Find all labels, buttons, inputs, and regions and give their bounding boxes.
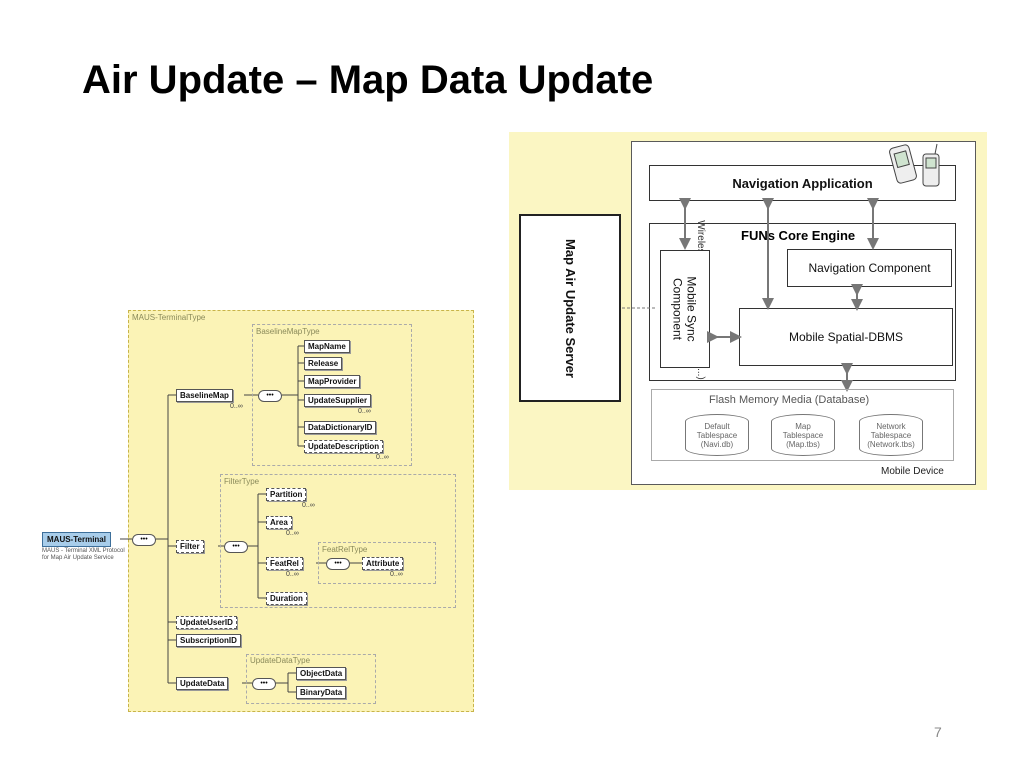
map-air-update-server: Map Air Update Server: [519, 214, 621, 402]
flash-memory-label: Flash Memory Media (Database): [709, 394, 870, 406]
baseline-map-node: BaselineMap: [176, 389, 233, 402]
architecture-diagram: Map Air Update Server Wireless Internet …: [509, 132, 987, 490]
filter-type-label: FilterType: [224, 477, 260, 486]
maus-terminal-description: MAUS - Terminal XML Protocol for Map Air…: [42, 548, 125, 561]
default-tablespace: Default Tablespace (Navi.db): [685, 414, 749, 456]
flash-memory-media: [651, 389, 954, 461]
mobile-device-label: Mobile Device: [881, 466, 944, 477]
ts-network-l1: Network: [876, 421, 906, 431]
update-user-id-node: UpdateUserID: [176, 616, 237, 629]
attribute-multiplicity: 0..∞: [390, 571, 403, 578]
featrel-type-group: [318, 542, 436, 584]
ts-network-l3: (Network.tbs): [867, 439, 915, 449]
ts-map-l2: Tablespace: [782, 430, 824, 440]
featrel-sequence-icon: •••: [326, 558, 350, 570]
update-description-multiplicity: 0..∞: [376, 454, 389, 461]
navigation-component-box: Navigation Component: [787, 249, 952, 287]
filter-sequence-icon: •••: [224, 541, 248, 553]
schema-connectors: [120, 345, 362, 693]
data-dictionary-node: DataDictionaryID: [304, 421, 377, 434]
filter-node: Filter: [176, 540, 204, 553]
attribute-node: Attribute: [362, 557, 404, 570]
binary-data-node: BinaryData: [296, 686, 347, 699]
release-node: Release: [304, 357, 343, 370]
update-data-type-label: UpdateDataType: [250, 656, 311, 665]
baseline-sequence-icon: •••: [258, 390, 282, 402]
mobile-sync-component: Mobile Sync Component: [660, 250, 710, 368]
featrel-type-label: FeatRelType: [322, 545, 368, 554]
update-data-node: UpdateData: [176, 677, 229, 690]
subscription-id-node: SubscriptionID: [176, 634, 241, 647]
network-tablespace: Network Tablespace (Network.tbs): [859, 414, 923, 456]
ts-default-l3: (Navi.db): [700, 439, 734, 449]
spatial-dbms-box: Mobile Spatial-DBMS: [739, 308, 953, 366]
ts-map-l3: (Map.tbs): [786, 439, 820, 449]
featrel-multiplicity: 0..∞: [286, 571, 299, 578]
map-provider-node: MapProvider: [304, 375, 361, 388]
core-engine-frame: [649, 223, 956, 381]
ts-default-l2: Tablespace: [696, 430, 738, 440]
baseline-type-group: [252, 324, 412, 466]
featrel-node: FeatRel: [266, 557, 303, 570]
object-data-node: ObjectData: [296, 667, 347, 680]
baseline-map-multiplicity: 0..∞: [230, 403, 243, 410]
terminal-type-label: MAUS-TerminalType: [132, 313, 206, 322]
filter-type-group: [220, 474, 456, 608]
duration-node: Duration: [266, 592, 307, 605]
mobile-phones-icon: [889, 143, 940, 187]
ts-network-l2: Tablespace: [870, 430, 912, 440]
spatial-dbms-label: Mobile Spatial-DBMS: [788, 330, 904, 344]
navigation-component-label: Navigation Component: [808, 261, 931, 275]
xml-schema-diagram: MAUS-TerminalType: [40, 310, 476, 712]
root-sequence-icon: •••: [132, 534, 156, 546]
map-name-node: MapName: [304, 340, 350, 353]
update-description-node: UpdateDescription: [304, 440, 384, 453]
ts-default-l1: Default: [704, 421, 730, 431]
navigation-application-box: Navigation Application: [649, 165, 956, 201]
update-data-type-group: [246, 654, 376, 704]
page-number: 7: [934, 724, 942, 740]
slide-title: Air Update – Map Data Update: [82, 58, 654, 102]
navigation-application-label: Navigation Application: [732, 175, 873, 191]
update-supplier-multiplicity: 0..∞: [358, 408, 371, 415]
map-tablespace: Map Tablespace (Map.tbs): [771, 414, 835, 456]
choice-icon: •••: [252, 678, 276, 690]
area-multiplicity: 0..∞: [286, 530, 299, 537]
area-node: Area: [266, 516, 292, 529]
maus-terminal-root: MAUS-Terminal: [42, 532, 111, 547]
baseline-type-label: BaselineMapType: [256, 327, 320, 336]
architecture-arrows: [622, 198, 879, 392]
partition-multiplicity: 0..∞: [302, 502, 315, 509]
ts-map-l1: Map: [795, 421, 811, 431]
partition-node: Partition: [266, 488, 307, 501]
update-supplier-node: UpdateSupplier: [304, 394, 372, 407]
